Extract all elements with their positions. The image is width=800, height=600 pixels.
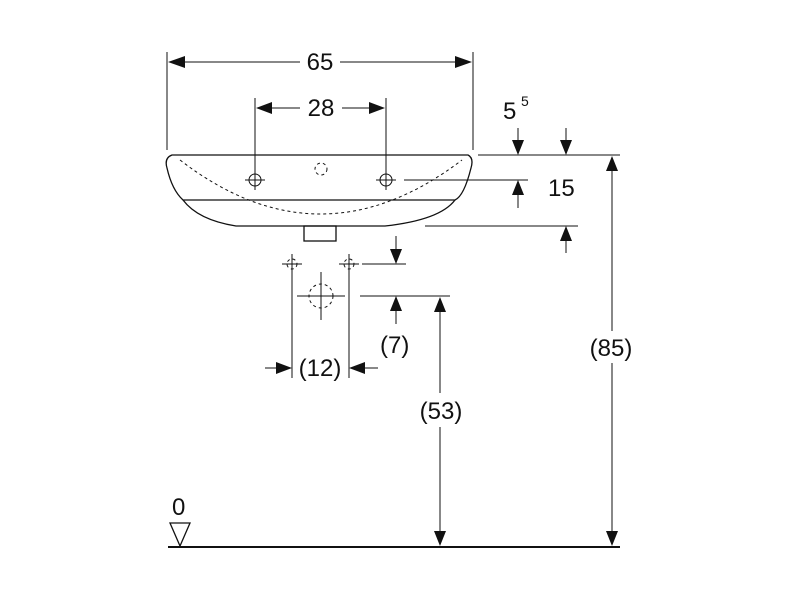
dimension-width-total: 65	[166, 49, 474, 150]
dim-label-tap-depth: 15	[548, 175, 575, 202]
dimension-tap-spacing: 28	[254, 95, 387, 170]
dimension-underside-ref	[425, 225, 578, 253]
drain-outlet	[303, 225, 337, 242]
floor-level-label: 0	[172, 494, 185, 521]
dim-label-rim-offset: 5	[503, 98, 516, 125]
basin-outline	[165, 154, 473, 242]
overflow-hole	[314, 162, 328, 176]
dim-label-drain-offset: (7)	[380, 332, 409, 359]
dimension-bracket-spacing: (12)	[265, 274, 378, 382]
dim-label-tap-spacing: 28	[308, 95, 335, 122]
dimension-drain-offset: (7)	[360, 295, 450, 359]
dim-label-width-total: 65	[307, 49, 334, 76]
dimension-rim-offset: 5 5	[478, 93, 620, 156]
dimension-rim-height: (85)	[590, 156, 633, 546]
drain-position-marker	[297, 272, 345, 320]
dim-label-rim-height: (85)	[590, 335, 633, 362]
dim-label-bracket-spacing: (12)	[299, 355, 342, 382]
dimension-bracket-offset	[362, 236, 406, 265]
dimension-drain-height: (53)	[420, 297, 463, 546]
dim-label-drain-height: (53)	[420, 398, 463, 425]
tap-hole-right	[376, 170, 396, 190]
tap-hole-left	[245, 170, 265, 190]
bracket-hole-right	[339, 254, 359, 274]
dim-label-rim-offset-sup: 5	[521, 93, 529, 109]
bracket-hole-left	[282, 254, 302, 274]
floor-reference: 0	[168, 494, 620, 548]
dimension-tap-depth: 15	[404, 175, 575, 208]
